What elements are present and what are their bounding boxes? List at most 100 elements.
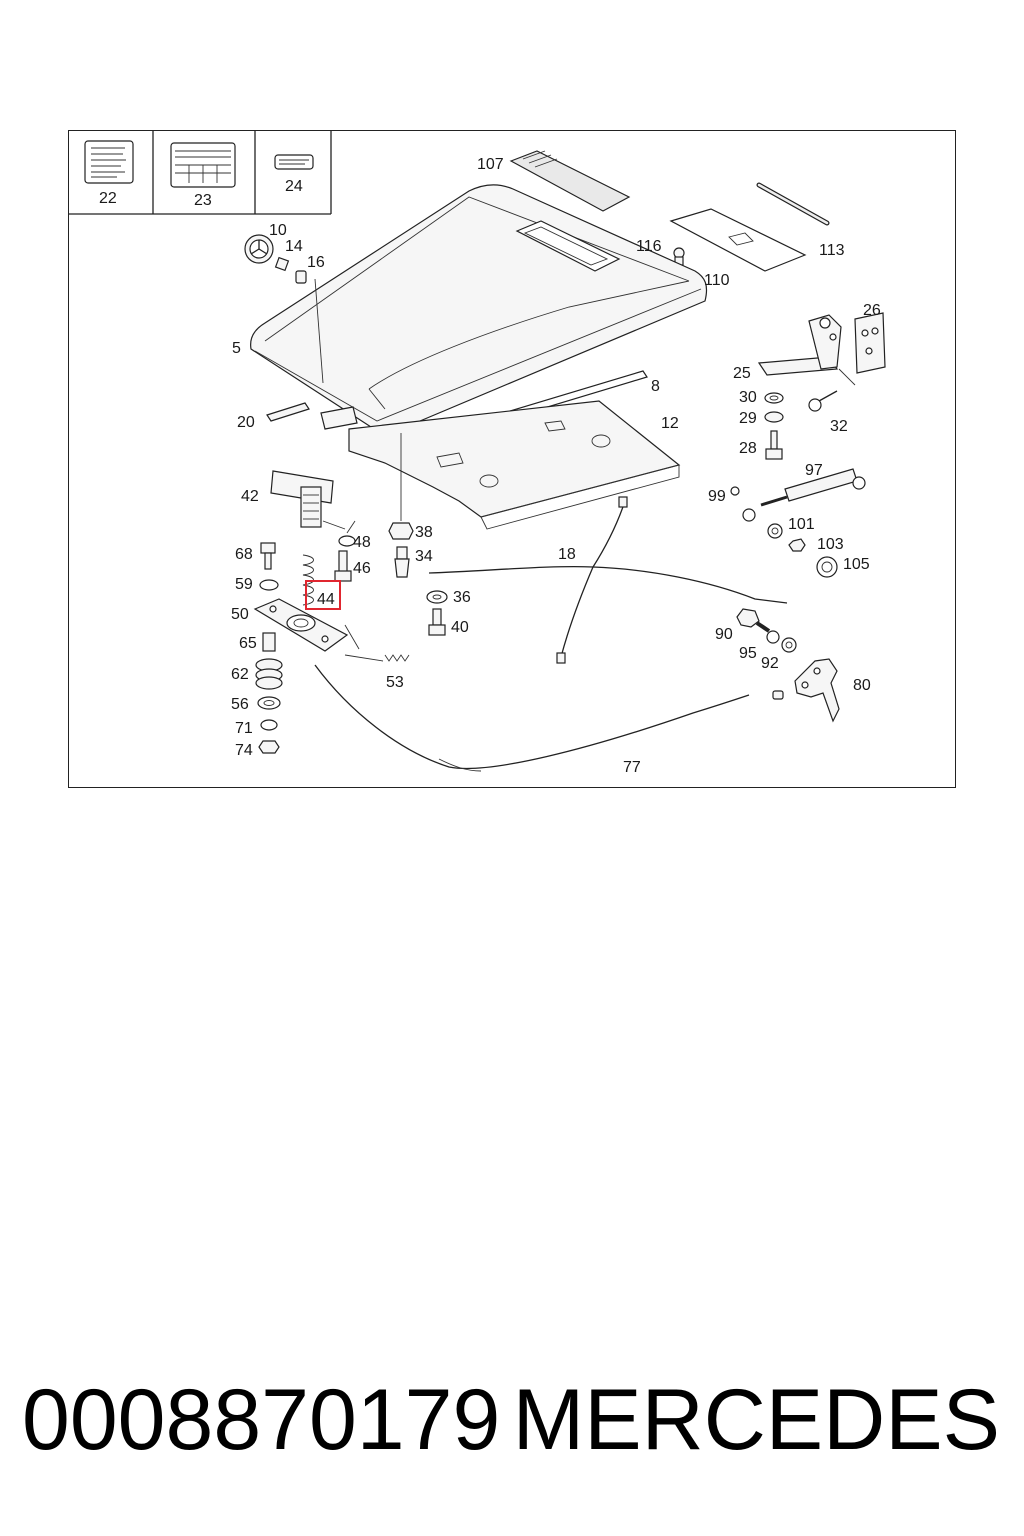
nut-103-icon (788, 538, 806, 552)
label-23: 23 (194, 192, 212, 209)
label-103: 103 (817, 536, 844, 553)
label-20: 20 (237, 414, 255, 431)
label-92: 92 (761, 655, 779, 672)
label-30: 30 (739, 389, 757, 406)
label-14: 14 (285, 238, 303, 255)
label-26: 26 (863, 302, 881, 319)
label-32: 32 (830, 418, 848, 435)
nut-14-icon (274, 256, 290, 272)
pad-20-icon (266, 402, 358, 430)
washer-59-icon (259, 579, 279, 591)
washer-92-icon (781, 637, 797, 653)
bolt-46-icon (334, 550, 352, 582)
label-34: 34 (415, 548, 433, 565)
label-12: 12 (661, 415, 679, 432)
footer: 0008870179 MERCEDES (0, 1365, 1024, 1475)
gas-strut-97-icon (742, 468, 866, 522)
label-95: 95 (739, 645, 757, 662)
part-labels: 22 23 24 107 10 14 16 116 110 113 5 26 2… (99, 156, 881, 776)
exploded-parts-diagram: 22 23 24 107 10 14 16 116 110 113 5 26 2… (69, 131, 886, 776)
label-74: 74 (235, 742, 253, 759)
cable-77-icon (314, 664, 750, 772)
sticker-24-icon (274, 154, 314, 170)
nut-38-icon (388, 522, 414, 540)
brand-name: MERCEDES (512, 1372, 1000, 1468)
nut-74-icon (258, 740, 280, 754)
label-80: 80 (853, 677, 871, 694)
label-42: 42 (241, 488, 259, 505)
label-18: 18 (558, 546, 576, 563)
label-16: 16 (307, 254, 325, 271)
label-8: 8 (651, 378, 660, 395)
bolt-90-icon (736, 608, 771, 633)
spring-53-icon (344, 654, 410, 662)
label-113: 113 (819, 242, 845, 259)
bolt-28-icon (765, 430, 783, 460)
label-65: 65 (239, 635, 257, 652)
grille-107-icon (509, 150, 631, 212)
label-71: 71 (235, 720, 253, 737)
plate-26-icon (854, 312, 886, 374)
rubber-62-icon (255, 658, 283, 690)
label-90: 90 (715, 626, 733, 643)
sleeve-65-icon (262, 632, 276, 652)
label-77: 77 (623, 759, 641, 776)
label-53: 53 (386, 674, 404, 691)
highlight-box (305, 580, 341, 610)
parts-diagram-frame: 22 23 24 107 10 14 16 116 110 113 5 26 2… (68, 130, 956, 788)
washer-36-icon (426, 590, 448, 604)
label-50: 50 (231, 606, 249, 623)
clip-99-icon (730, 486, 740, 496)
insulation-12-icon (348, 400, 681, 530)
bushing-105-icon (816, 556, 838, 578)
label-22: 22 (99, 190, 117, 207)
label-116: 116 (636, 238, 662, 255)
washer-56-icon (257, 696, 281, 710)
strap-18-icon (428, 496, 788, 664)
label-38: 38 (415, 524, 433, 541)
label-97: 97 (805, 462, 823, 479)
rod-113-icon (756, 182, 830, 226)
sticker-23-icon (170, 142, 236, 188)
emblem-10-icon (244, 234, 274, 264)
label-107: 107 (477, 156, 504, 173)
leader-lines (344, 520, 360, 650)
label-110: 110 (704, 272, 730, 289)
washer-95-icon (766, 630, 780, 644)
label-46: 46 (353, 560, 371, 577)
label-24: 24 (285, 178, 303, 195)
bolt-68-icon (260, 542, 276, 570)
label-28: 28 (739, 440, 757, 457)
bolt-40-icon (428, 608, 446, 636)
label-40: 40 (451, 619, 469, 636)
label-59: 59 (235, 576, 253, 593)
label-48: 48 (353, 534, 371, 551)
label-36: 36 (453, 589, 471, 606)
leader-line (314, 278, 324, 384)
label-10: 10 (269, 222, 287, 239)
hinge-25-icon (757, 314, 856, 386)
label-101: 101 (788, 516, 815, 533)
bracket-50-icon (253, 598, 349, 652)
part-number: 0008870179 (22, 1372, 501, 1468)
screw-32-icon (808, 390, 838, 412)
lock-42-icon (270, 470, 346, 530)
label-105: 105 (843, 556, 870, 573)
washer-101-icon (767, 523, 783, 539)
hood-5-icon (250, 184, 708, 433)
buffer-34-icon (394, 546, 410, 578)
label-68: 68 (235, 546, 253, 563)
label-99: 99 (708, 488, 726, 505)
label-25: 25 (733, 365, 751, 382)
label-box-group (69, 131, 332, 215)
clip-71-icon (260, 719, 278, 731)
label-5: 5 (232, 340, 241, 357)
sticker-22-icon (84, 140, 134, 184)
spring-48-icon (338, 535, 356, 547)
label-29: 29 (739, 410, 757, 427)
washer-30-icon (764, 392, 784, 404)
lockwasher-29-icon (764, 411, 784, 423)
clip-16-icon (295, 270, 307, 284)
plate-110-icon (669, 208, 807, 272)
label-56: 56 (231, 696, 249, 713)
